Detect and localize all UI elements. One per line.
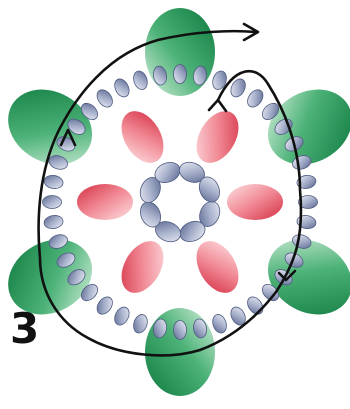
seed-bead [43, 174, 64, 190]
petal-bead [113, 104, 172, 170]
petal-bead [188, 104, 247, 170]
seed-bead [131, 69, 149, 91]
seed-bead [174, 321, 187, 340]
seed-bead [131, 313, 149, 335]
seed-bead [112, 77, 132, 100]
seed-bead [43, 196, 62, 209]
petal-bead [77, 184, 133, 220]
step-number: 3 [10, 308, 50, 350]
seed-bead [94, 87, 116, 110]
seed-bead [210, 313, 228, 335]
seed-bead [43, 214, 64, 230]
seed-bead [94, 294, 116, 317]
seed-bead [174, 65, 187, 84]
center-seed-beads [137, 159, 224, 246]
seed-bead [112, 305, 132, 328]
petal-bead [227, 184, 283, 220]
petal-beads [77, 104, 283, 300]
arrowhead-icon [209, 100, 226, 111]
petal-bead [113, 234, 172, 300]
seed-bead [244, 87, 266, 110]
petal-bead [188, 234, 247, 300]
